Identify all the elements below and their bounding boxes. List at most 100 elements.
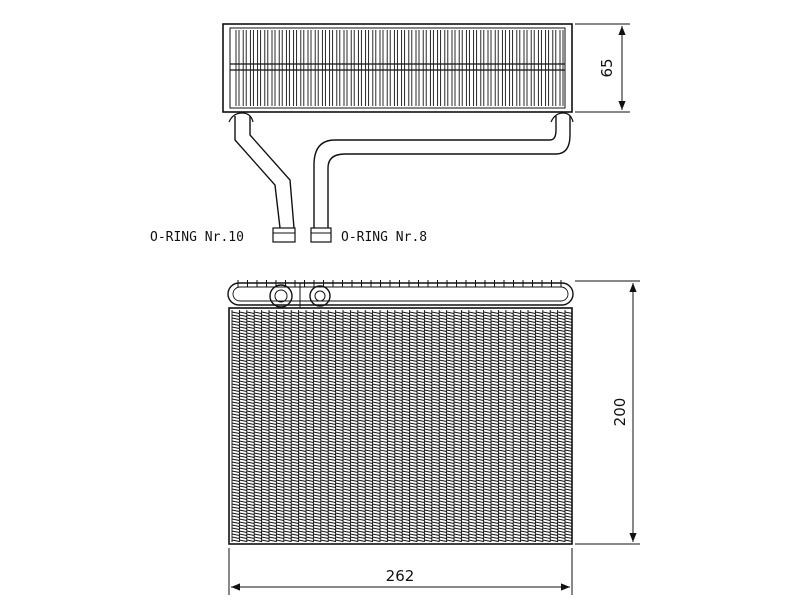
core-fin-hatch [483,404,492,407]
core-fin-hatch [461,515,469,518]
core-fin-hatch [483,461,492,464]
core-fin-hatch [261,317,270,320]
core-fin-hatch [527,350,536,353]
core-fin-hatch [513,332,521,335]
core-fin-hatch [357,332,366,335]
core-fin-hatch [498,407,506,410]
core-fin-hatch [379,479,388,482]
core-fin-hatch [409,407,418,410]
core-fin-hatch [439,323,447,326]
core-fin-hatch [231,326,240,329]
core-fin-hatch [439,473,447,476]
core-fin-hatch [276,347,284,350]
core-fin-hatch [320,410,329,413]
core-fin-hatch [357,521,366,524]
core-fin-hatch [409,374,418,377]
core-fin-hatch [424,320,432,323]
core-fin-hatch [268,464,277,467]
core-fin-hatch [483,311,492,314]
core-fin-hatch [246,365,255,368]
core-fin-hatch [557,506,566,509]
core-fin-hatch [379,482,388,485]
core-fin-hatch [357,434,366,437]
core-fin-hatch [520,476,529,479]
core-fin-hatch [254,467,262,470]
core-fin-hatch [431,539,440,542]
core-fin-hatch [357,419,366,422]
core-fin-hatch [431,476,440,479]
core-fin-hatch [305,515,314,518]
core-fin-hatch [431,386,440,389]
core-fin-hatch [557,377,566,380]
core-fin-hatch [520,527,529,530]
core-fin-hatch [365,380,373,383]
core-fin-hatch [564,494,573,497]
core-fin-hatch [387,398,395,401]
core-fin-hatch [328,395,336,398]
core-fin-hatch [424,524,432,527]
core-fin-hatch [350,428,358,431]
core-fin-hatch [527,461,536,464]
core-fin-hatch [520,341,529,344]
core-fin-hatch [335,356,344,359]
core-fin-hatch [527,362,536,365]
core-fin-hatch [542,344,551,347]
core-fin-hatch [535,353,543,356]
core-fin-hatch [468,329,477,332]
core-fin-hatch [268,437,277,440]
core-fin-hatch [276,479,284,482]
core-fin-hatch [298,365,307,368]
core-fin-hatch [402,518,410,521]
core-fin-hatch [254,329,262,332]
core-fin-hatch [550,398,558,401]
core-fin-hatch [246,536,255,539]
core-fin-hatch [239,521,247,524]
core-fin-hatch [550,536,558,539]
core-fin-hatch [498,332,506,335]
core-fin-hatch [564,377,573,380]
core-fin-hatch [379,497,388,500]
core-fin-hatch [291,389,299,392]
core-fin-hatch [291,431,299,434]
core-fin-hatch [550,416,558,419]
core-fin-hatch [476,335,484,338]
core-fin-hatch [342,482,351,485]
core-fin-hatch [268,347,277,350]
core-fin-hatch [431,413,440,416]
core-fin-hatch [446,467,455,470]
core-fin-hatch [513,464,521,467]
core-fin-hatch [557,353,566,356]
core-fin-hatch [387,326,395,329]
core-fin-hatch [246,362,255,365]
core-fin-hatch [564,440,573,443]
core-fin-hatch [298,500,307,503]
core-fin-hatch [320,491,329,494]
core-fin-hatch [402,341,410,344]
core-fin-hatch [379,503,388,506]
core-fin-hatch [357,371,366,374]
core-fin-hatch [335,494,344,497]
core-fin-hatch [231,416,240,419]
core-fin-hatch [416,356,425,359]
core-fin-hatch [490,329,499,332]
core-fin-hatch [276,539,284,542]
core-fin-hatch [387,527,395,530]
core-fin-hatch [498,479,506,482]
core-fin-hatch [542,539,551,542]
core-fin-hatch [320,329,329,332]
core-fin-hatch [291,494,299,497]
core-fin-hatch [402,353,410,356]
core-fin-hatch [520,395,529,398]
core-fin-hatch [246,395,255,398]
core-fin-hatch [483,431,492,434]
core-fin-hatch [439,401,447,404]
core-fin-hatch [550,521,558,524]
core-fin-hatch [490,428,499,431]
core-fin-hatch [261,353,270,356]
core-fin-hatch [461,329,469,332]
core-fin-hatch [387,506,395,509]
core-fin-hatch [557,359,566,362]
core-fin-hatch [320,347,329,350]
core-fin-hatch [476,446,484,449]
core-fin-hatch [394,380,403,383]
